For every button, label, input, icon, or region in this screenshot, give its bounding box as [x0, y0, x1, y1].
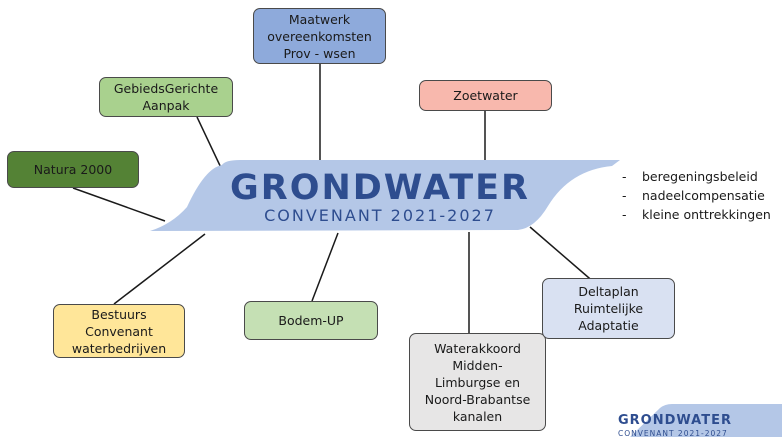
- box-deltaplan: Deltaplan Ruimtelijke Adaptatie: [542, 278, 675, 339]
- box-natura-2000: Natura 2000: [7, 151, 139, 188]
- bullet-list: beregeningsbeleid nadeelcompensatie klei…: [622, 167, 771, 224]
- connector-bestuurs: [113, 233, 206, 305]
- center-title: GRONDWATER: [230, 168, 530, 208]
- box-gebiedsgericht: GebiedsGerichte Aanpak: [99, 77, 233, 117]
- box-zoetwater: Zoetwater: [419, 80, 552, 111]
- box-bodem-up: Bodem-UP: [244, 301, 378, 340]
- connector-bodem: [311, 232, 339, 302]
- bullet-item: kleine onttrekkingen: [622, 205, 771, 224]
- bullet-item: beregeningsbeleid: [622, 167, 771, 186]
- logo-subtitle: CONVENANT 2021-2027: [618, 429, 728, 438]
- box-maatwerk: Maatwerk overeenkomsten Prov - wsen: [253, 8, 386, 64]
- connector-natura: [72, 187, 166, 222]
- bullet-item: nadeelcompensatie: [622, 186, 771, 205]
- box-waterakkoord: Waterakkoord Midden- Limburgse en Noord-…: [409, 333, 546, 431]
- logo-title: GRONDWATER: [618, 413, 732, 428]
- box-bestuurs-convenant: Bestuurs Convenant waterbedrijven: [53, 304, 185, 358]
- connector-deltaplan: [529, 226, 597, 285]
- connector-gebiedsgericht: [196, 116, 224, 173]
- center-subtitle: CONVENANT 2021-2027: [264, 206, 496, 225]
